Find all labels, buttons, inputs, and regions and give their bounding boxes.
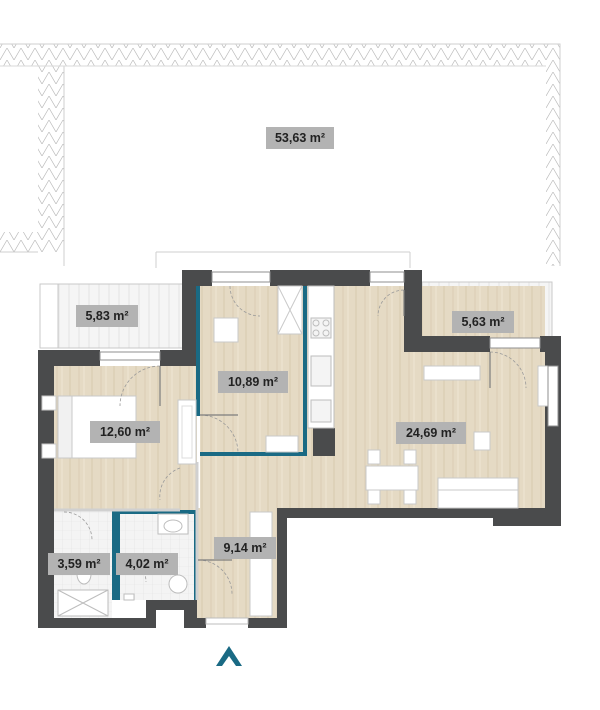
door-lines (159, 290, 491, 561)
wc-area-label: 3,59 m² (48, 553, 110, 575)
balcony-right-area-label: 5,63 m² (452, 311, 514, 333)
kitchen-room-area-label: 10,89 m² (218, 371, 288, 393)
bedroom-area-label: 12,60 m² (90, 421, 160, 443)
kitchen-counter (307, 285, 335, 429)
wardrobe (177, 399, 197, 465)
hall-wardrobe (249, 511, 273, 617)
living-room-area-label: 24,69 m² (396, 422, 466, 444)
door-swings (63, 285, 527, 595)
partitions (54, 462, 199, 600)
bathroom-area-label: 4,02 m² (116, 553, 178, 575)
balcony-left-area-label: 5,83 m² (76, 305, 138, 327)
wardrobe-inner (181, 405, 193, 459)
hall-area-label: 9,14 m² (214, 537, 276, 559)
living-room-furniture (365, 365, 549, 509)
bathroom-fixtures (123, 513, 189, 601)
windows (99, 271, 559, 427)
north-arrow-icon (216, 646, 242, 666)
garden-area (0, 43, 561, 268)
kitchen-room-furniture (213, 285, 303, 453)
garden-area-label: 53,63 m² (266, 127, 334, 149)
entrance-door (205, 617, 249, 625)
